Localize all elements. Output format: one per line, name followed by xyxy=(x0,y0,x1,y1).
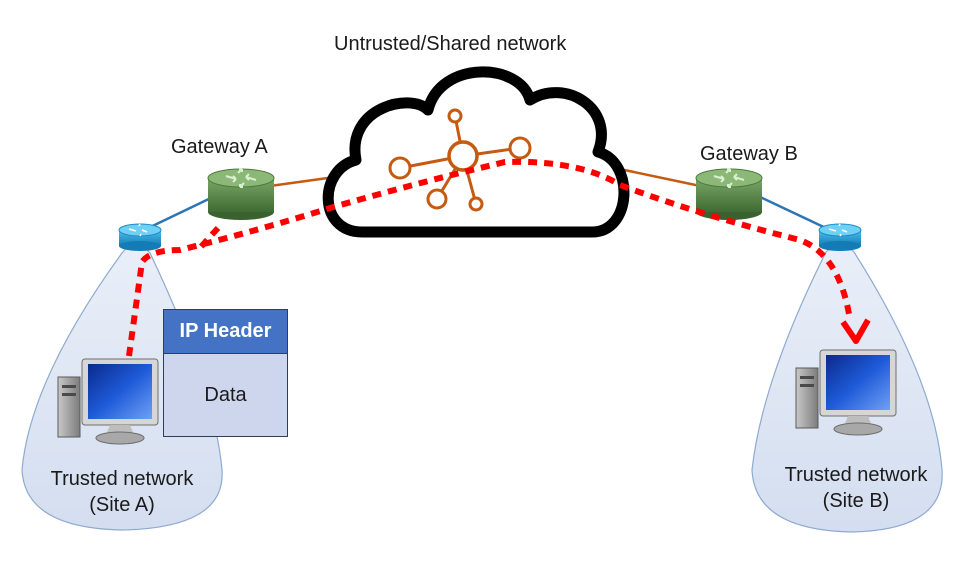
site-b-label-line1: Trusted network xyxy=(784,464,928,486)
gateway-a-router-icon xyxy=(207,168,275,220)
ip-packet: IP Header Data xyxy=(163,309,288,437)
site-b-label: Trusted network (Site B) xyxy=(772,462,940,514)
ip-header-label: IP Header xyxy=(164,310,287,354)
site-a-computer-icon xyxy=(57,358,159,445)
site-a-label-line2: (Site A) xyxy=(89,494,155,516)
tunnel-arrowhead xyxy=(840,318,871,344)
site-a-label-line1: Trusted network xyxy=(50,468,194,490)
gateway-a-label: Gateway A xyxy=(171,136,268,158)
packet-data-label: Data xyxy=(204,383,247,406)
site-b-router-icon xyxy=(818,223,862,251)
site-a-router-icon xyxy=(118,223,162,251)
gateway-b-router-icon xyxy=(695,168,763,220)
lan-link-b xyxy=(757,194,831,232)
tunnel-path xyxy=(126,158,853,357)
site-b-label-line2: (Site B) xyxy=(822,490,890,512)
gateway-b-label: Gateway B xyxy=(700,143,798,165)
site-b-computer-icon xyxy=(795,349,897,436)
untrusted-network-title: Untrusted/Shared network xyxy=(334,33,567,55)
network-hub-icon xyxy=(388,108,532,212)
site-a-label: Trusted network (Site A) xyxy=(38,466,206,518)
